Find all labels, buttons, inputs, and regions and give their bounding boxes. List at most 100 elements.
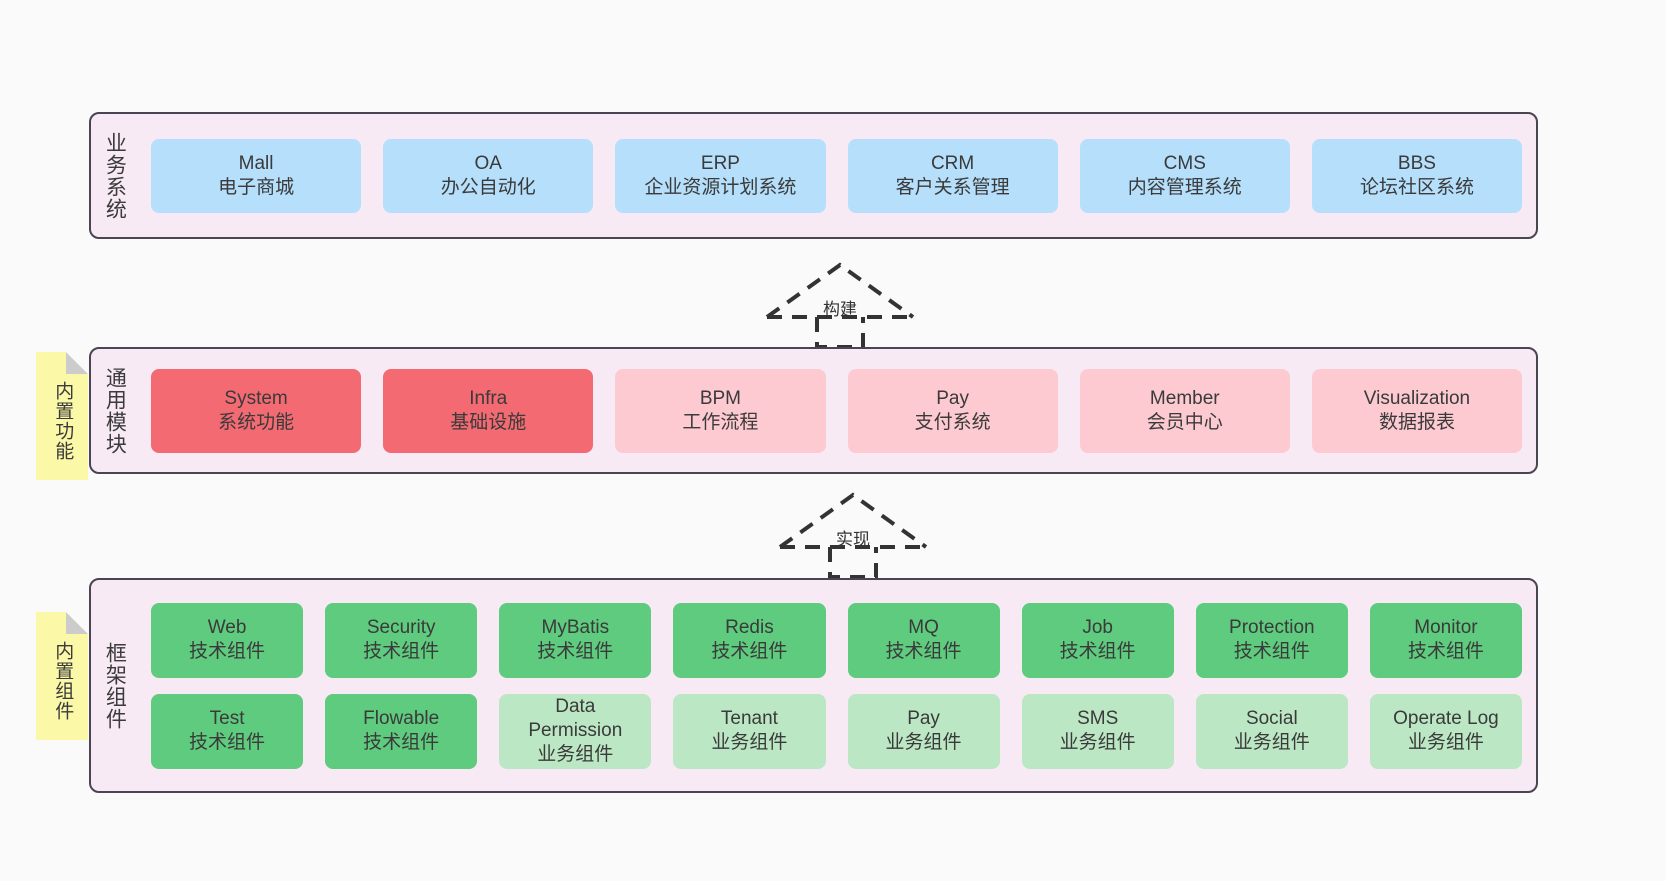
node-title: ERP xyxy=(700,152,740,174)
node-title: Monitor xyxy=(1414,617,1478,639)
node-title: MQ xyxy=(908,617,939,639)
node-subtitle: 技术组件 xyxy=(711,641,788,662)
node-subtitle: 业务组件 xyxy=(1407,732,1484,753)
node-protection[interactable]: Protection 技术组件 xyxy=(1195,602,1348,678)
node-oa[interactable]: OA 办公自动化 xyxy=(383,138,594,213)
node-title: SMS xyxy=(1077,708,1119,730)
layer-common-modules[interactable]: 通用模块 System 系统功能 Infra 基础设施 BPM 工作流程 Pay… xyxy=(89,347,1538,474)
node-cms[interactable]: CMS 内容管理系统 xyxy=(1079,138,1290,213)
node-subtitle: 业务组件 xyxy=(885,732,962,753)
connector-implement-arrow: 实现 xyxy=(768,489,938,579)
note-builtin-components[interactable]: 内置组件 xyxy=(36,612,88,740)
node-bbs[interactable]: BBS 论坛社区系统 xyxy=(1311,138,1523,213)
node-erp[interactable]: ERP 企业资源计划系统 xyxy=(615,138,826,213)
node-visualization[interactable]: Visualization 数据报表 xyxy=(1311,368,1523,453)
node-tenant[interactable]: Tenant 业务组件 xyxy=(673,693,826,769)
node-subtitle: 系统功能 xyxy=(218,411,295,433)
node-title: Mall xyxy=(238,152,274,174)
node-data-permission[interactable]: Data Permission 业务组件 xyxy=(499,693,652,769)
node-subtitle: 业务组件 xyxy=(1233,732,1310,753)
node-title: Data Permission xyxy=(528,696,623,742)
node-title: Pay xyxy=(936,387,969,409)
node-subtitle: 技术组件 xyxy=(189,641,266,662)
node-subtitle: 内容管理系统 xyxy=(1127,176,1242,198)
node-bpm[interactable]: BPM 工作流程 xyxy=(615,368,826,453)
node-title: Visualization xyxy=(1363,387,1471,409)
node-infra[interactable]: Infra 基础设施 xyxy=(383,368,594,453)
node-test[interactable]: Test 技术组件 xyxy=(151,693,304,769)
note-builtin-features[interactable]: 内置功能 xyxy=(36,352,88,480)
connector-build-label: 构建 xyxy=(823,300,857,319)
node-mall[interactable]: Mall 电子商城 xyxy=(151,138,362,213)
layer-business-systems[interactable]: 业务系统 Mall 电子商城 OA 办公自动化 ERP 企业资源计划系统 CRM… xyxy=(89,112,1538,239)
node-title: BBS xyxy=(1397,152,1436,174)
layer-framework-body: Web 技术组件 Security 技术组件 MyBatis 技术组件 Redi… xyxy=(137,580,1536,791)
note-label: 内置组件 xyxy=(52,641,74,721)
node-title: Security xyxy=(366,617,436,639)
node-monitor[interactable]: Monitor 技术组件 xyxy=(1369,602,1522,678)
generalization-triangle-icon xyxy=(765,262,915,319)
node-title: OA xyxy=(474,152,502,174)
node-title: Test xyxy=(209,708,245,730)
node-title: Redis xyxy=(725,617,774,639)
business-row: Mall 电子商城 OA 办公自动化 ERP 企业资源计划系统 CRM 客户关系… xyxy=(151,138,1523,213)
generalization-triangle-icon xyxy=(778,492,928,549)
node-title: Social xyxy=(1245,708,1298,730)
layer-framework-label: 框架组件 xyxy=(103,641,127,730)
node-security[interactable]: Security 技术组件 xyxy=(325,602,478,678)
node-mybatis[interactable]: MyBatis 技术组件 xyxy=(499,602,652,678)
node-subtitle: 业务组件 xyxy=(537,743,614,765)
node-subtitle: 基础设施 xyxy=(450,411,527,433)
node-title: CRM xyxy=(930,152,975,174)
connector-build-arrow: 构建 xyxy=(755,259,925,349)
node-subtitle: 技术组件 xyxy=(1059,641,1136,662)
node-redis[interactable]: Redis 技术组件 xyxy=(673,602,826,678)
node-system[interactable]: System 系统功能 xyxy=(151,368,362,453)
node-title: MyBatis xyxy=(541,617,610,639)
node-subtitle: 技术组件 xyxy=(885,641,962,662)
layer-business-label: 业务系统 xyxy=(103,131,127,220)
node-pay[interactable]: Pay 支付系统 xyxy=(847,368,1058,453)
node-web[interactable]: Web 技术组件 xyxy=(151,602,304,678)
node-subtitle: 会员中心 xyxy=(1146,411,1223,433)
node-title: Protection xyxy=(1229,617,1315,639)
node-subtitle: 数据报表 xyxy=(1378,411,1455,433)
node-subtitle: 技术组件 xyxy=(1233,641,1310,662)
layer-common-body: System 系统功能 Infra 基础设施 BPM 工作流程 Pay 支付系统… xyxy=(137,349,1536,472)
node-title: Web xyxy=(207,617,247,639)
connector-stem-icon xyxy=(828,547,878,579)
layer-common-label: 通用模块 xyxy=(103,366,127,455)
node-flowable[interactable]: Flowable 技术组件 xyxy=(325,693,478,769)
connector-implement-label: 实现 xyxy=(836,530,870,549)
node-title: BPM xyxy=(699,387,742,409)
node-subtitle: 技术组件 xyxy=(1407,641,1484,662)
node-subtitle: 工作流程 xyxy=(682,411,759,433)
node-title: Operate Log xyxy=(1393,708,1499,730)
node-pay-component[interactable]: Pay 业务组件 xyxy=(847,693,1000,769)
layer-business-body: Mall 电子商城 OA 办公自动化 ERP 企业资源计划系统 CRM 客户关系… xyxy=(137,114,1536,237)
note-fold-icon xyxy=(66,352,88,374)
note-label: 内置功能 xyxy=(52,381,74,461)
node-title: Infra xyxy=(469,387,508,409)
node-title: Flowable xyxy=(363,708,440,730)
node-title: Tenant xyxy=(720,708,778,730)
node-subtitle: 支付系统 xyxy=(914,411,991,433)
common-row: System 系统功能 Infra 基础设施 BPM 工作流程 Pay 支付系统… xyxy=(151,368,1523,453)
node-sms[interactable]: SMS 业务组件 xyxy=(1021,693,1174,769)
node-crm[interactable]: CRM 客户关系管理 xyxy=(847,138,1058,213)
node-subtitle: 办公自动化 xyxy=(440,176,536,198)
layer-framework-components[interactable]: 框架组件 Web 技术组件 Security 技术组件 MyBatis 技术组件… xyxy=(89,578,1538,793)
node-member[interactable]: Member 会员中心 xyxy=(1079,368,1290,453)
node-social[interactable]: Social 业务组件 xyxy=(1195,693,1348,769)
node-job[interactable]: Job 技术组件 xyxy=(1021,602,1174,678)
node-subtitle: 客户关系管理 xyxy=(895,176,1010,198)
node-title: Job xyxy=(1082,617,1113,639)
node-subtitle: 电子商城 xyxy=(218,176,295,198)
node-title: Member xyxy=(1149,387,1220,409)
node-operate-log[interactable]: Operate Log 业务组件 xyxy=(1369,693,1522,769)
node-mq[interactable]: MQ 技术组件 xyxy=(847,602,1000,678)
framework-row-tech: Web 技术组件 Security 技术组件 MyBatis 技术组件 Redi… xyxy=(151,602,1522,678)
node-subtitle: 论坛社区系统 xyxy=(1359,176,1474,198)
node-title: System xyxy=(224,387,288,409)
